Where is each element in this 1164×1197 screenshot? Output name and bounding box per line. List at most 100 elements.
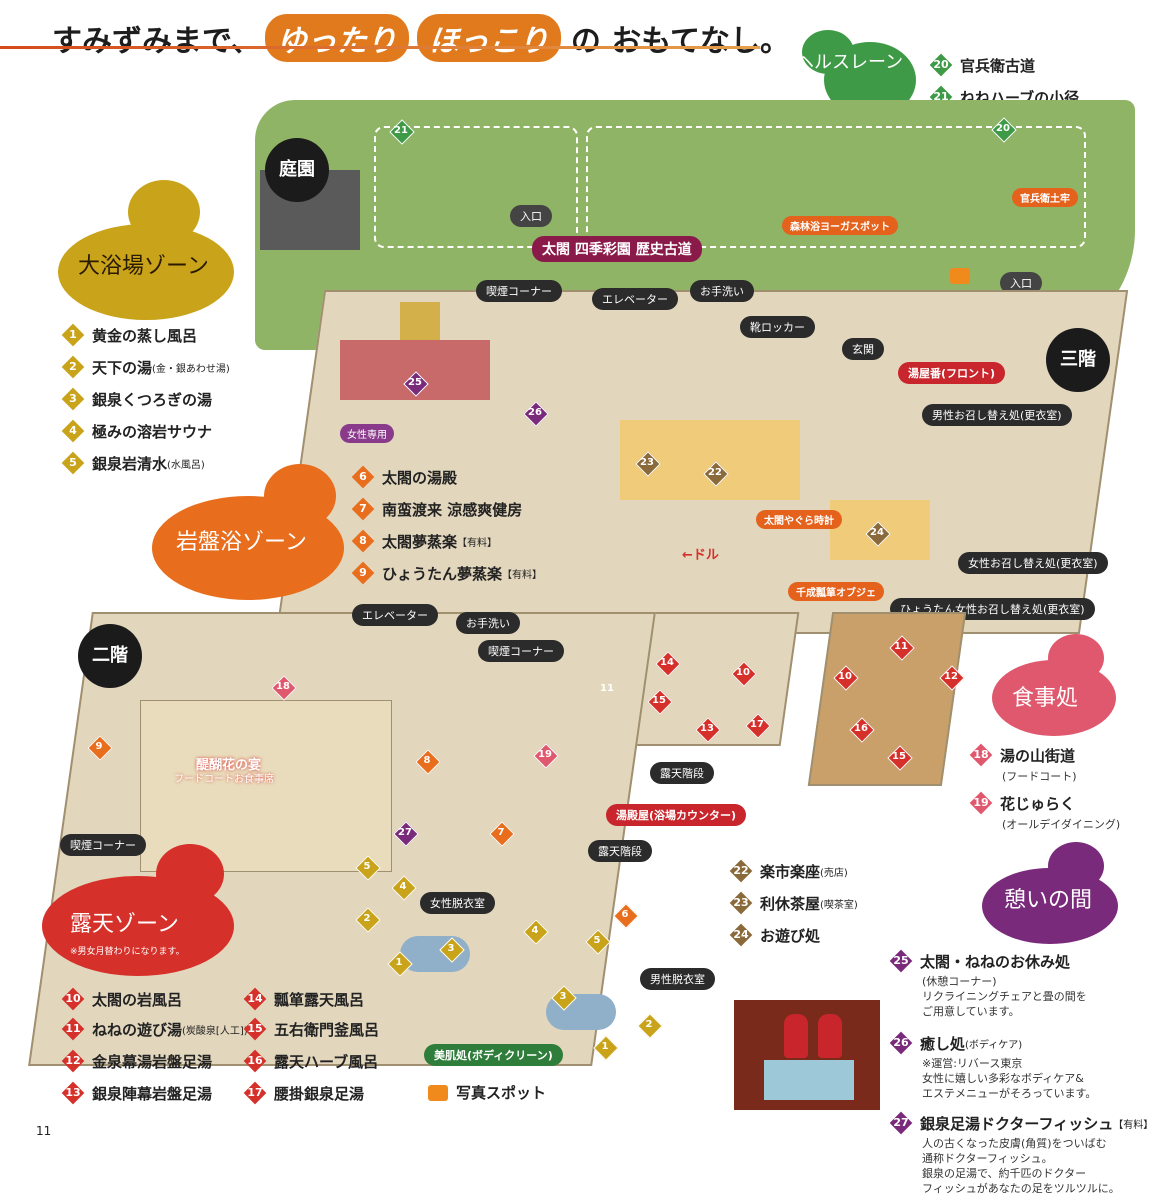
shokuji-item-18: 18 湯の山街道 bbox=[970, 744, 1075, 766]
yagura-clock: 太閤やぐら時計 bbox=[756, 510, 842, 529]
marker-5-icon: 5 bbox=[62, 452, 84, 474]
photo-pool bbox=[764, 1060, 854, 1100]
photo-spot-legend: 写真スポット bbox=[428, 1082, 546, 1103]
roten-gourd bbox=[42, 844, 234, 976]
headline-tail: の おもてなし。 bbox=[570, 24, 791, 59]
ganban-item-8: 8 太閤夢蒸楽【有料】 bbox=[352, 530, 497, 552]
roten-label: 露天ゾーン bbox=[70, 912, 179, 937]
marker-20-icon: 20 bbox=[930, 54, 952, 76]
map-marker-11b: 11 bbox=[890, 636, 912, 658]
garden-entrance-1: 入口 bbox=[510, 205, 552, 227]
floor-second: 二階 bbox=[78, 624, 142, 688]
map-marker-1b: 1 bbox=[594, 1036, 616, 1058]
map-marker-2a: 2 bbox=[356, 908, 378, 930]
map-marker-7: 7 bbox=[490, 822, 512, 844]
ganban-gourd bbox=[152, 464, 344, 600]
marker-10-icon: 10 bbox=[62, 988, 84, 1010]
roten-item-16: 16 露天ハーブ風呂 bbox=[244, 1050, 378, 1072]
women-change-room: 女性お召し替え処(更衣室) bbox=[958, 552, 1108, 574]
ikoi-item-27: 27 銀泉足湯ドクターフィッシュ【有料】 bbox=[890, 1112, 1153, 1134]
health-lane-label: ヘルスレーン bbox=[796, 52, 904, 73]
headline-highlight-1: ゆったり bbox=[264, 14, 409, 62]
mid-item-23: 23 利休茶屋(喫茶室) bbox=[730, 892, 857, 914]
bihada-label: 美肌処(ボディクリーン) bbox=[424, 1044, 563, 1066]
roten-stairs-2: 露天階段 bbox=[588, 840, 652, 862]
floor-garden: 庭園 bbox=[265, 138, 329, 202]
map-marker-15a: 15 bbox=[648, 690, 670, 712]
toilet-3f: お手洗い bbox=[690, 280, 754, 302]
map-marker-24: 24 bbox=[866, 522, 888, 544]
marker-25-icon: 25 bbox=[890, 950, 912, 972]
page-number: 11 bbox=[36, 1124, 52, 1138]
ikoi-desc-25: (休憩コーナー) リクライニングチェアと畳の間を ご用意しています。 bbox=[922, 975, 1087, 1018]
marker-21-icon: 21 bbox=[930, 86, 952, 108]
map-marker-25: 25 bbox=[404, 372, 426, 394]
map-marker-20: 20 bbox=[992, 118, 1014, 140]
smoking-corner-2f-a: 喫煙コーナー bbox=[478, 640, 564, 662]
men-change-room: 男性お召し替え処(更衣室) bbox=[922, 404, 1072, 426]
map-marker-6: 6 bbox=[614, 904, 636, 926]
map-marker-12: 12 bbox=[940, 666, 962, 688]
map-marker-26: 26 bbox=[524, 402, 546, 424]
shokuji-item-19: 19 花じゅらく bbox=[970, 792, 1075, 814]
roten-item-11: 11 ねねの遊び湯(炭酸泉[人工]) bbox=[62, 1018, 247, 1040]
marker-6-icon: 6 bbox=[352, 466, 374, 488]
daiyokujo-item-1: 1 黄金の蒸し風呂 bbox=[62, 324, 197, 346]
roten-item-14: 14 瓢箪露天風呂 bbox=[244, 988, 364, 1010]
men-dressing-room: 男性脱衣室 bbox=[640, 968, 715, 990]
map-marker-19: 19 bbox=[534, 744, 556, 766]
women-dressing-room: 女性脱衣室 bbox=[420, 892, 495, 914]
camera-icon bbox=[950, 268, 970, 284]
kodo-path-outline bbox=[586, 126, 1086, 248]
map-marker-27: 27 bbox=[394, 822, 416, 844]
toilet-2f: お手洗い bbox=[456, 612, 520, 634]
health-lane-gourd bbox=[802, 30, 916, 118]
genkan-label: 玄関 bbox=[842, 338, 884, 360]
daiyokujo-item-3: 3 銀泉くつろぎの湯 bbox=[62, 388, 212, 410]
shokuji-label: 食事処 bbox=[1012, 686, 1079, 711]
map-marker-2b: 2 bbox=[638, 1014, 660, 1036]
daiyokujo-item-2: 2 天下の湯(金・銀あわせ湯) bbox=[62, 356, 230, 378]
ganban-item-7: 7 南蛮渡来 涼感爽健房 bbox=[352, 498, 522, 520]
marker-24-icon: 24 bbox=[730, 924, 752, 946]
shoe-locker: 靴ロッカー bbox=[740, 316, 815, 338]
mid-item-24: 24 お遊び処 bbox=[730, 924, 820, 946]
marker-2-icon: 2 bbox=[62, 356, 84, 378]
map-marker-11a: 11 bbox=[596, 678, 618, 700]
daiyokujo-label: 大浴場ゾーン bbox=[78, 254, 209, 279]
map-marker-18: 18 bbox=[272, 676, 294, 698]
photo-person-1 bbox=[784, 1014, 808, 1058]
daiyokujo-item-4: 4 極みの溶岩サウナ bbox=[62, 420, 212, 442]
map-marker-10a: 10 bbox=[732, 662, 754, 684]
marker-3-icon: 3 bbox=[62, 388, 84, 410]
roten-item-17: 17 腰掛銀泉足湯 bbox=[244, 1082, 364, 1104]
sensei-obje: 千成瓢箪オブジェ bbox=[788, 582, 884, 601]
marker-15-icon: 15 bbox=[244, 1018, 266, 1040]
elevator-3f: エレベーター bbox=[592, 288, 678, 310]
herb-path-outline bbox=[374, 126, 578, 248]
daiyokujo-gourd bbox=[58, 180, 234, 320]
ganban-label: 岩盤浴ゾーン bbox=[176, 530, 307, 555]
marker-16-icon: 16 bbox=[244, 1050, 266, 1072]
marker-27-icon: 27 bbox=[890, 1112, 912, 1134]
ikoi-item-26: 26 癒し処(ボディケア) bbox=[890, 1032, 1022, 1054]
map-marker-4a: 4 bbox=[392, 876, 414, 898]
map-marker-9: 9 bbox=[88, 736, 110, 758]
map-marker-15b: 15 bbox=[888, 746, 910, 768]
map-marker-8: 8 bbox=[416, 750, 438, 772]
marker-9-icon: 9 bbox=[352, 562, 374, 584]
shokuji-sub-19: (オールデイダイニング) bbox=[1002, 818, 1121, 831]
ikoi-desc-26: ※運営:リバース東京 女性に嬉しい多彩なボディケア& エステメニューがそろってい… bbox=[922, 1057, 1097, 1100]
marker-23-icon: 23 bbox=[730, 892, 752, 914]
women-only-label: 女性専用 bbox=[340, 424, 394, 443]
marker-1-icon: 1 bbox=[62, 324, 84, 346]
roten-item-12: 12 金泉幕湯岩盤足湯 bbox=[62, 1050, 212, 1072]
map-marker-17: 17 bbox=[746, 714, 768, 736]
page-headline: すみずみまで、 ゆったり ほっこり の おもてなし。 bbox=[52, 12, 790, 64]
shokuji-sub-18: (フードコート) bbox=[1002, 770, 1077, 783]
map-marker-21: 21 bbox=[390, 120, 412, 142]
marker-17-icon: 17 bbox=[244, 1082, 266, 1104]
marker-12-icon: 12 bbox=[62, 1050, 84, 1072]
marker-14-icon: 14 bbox=[244, 988, 266, 1010]
headline-highlight-2: ほっこり bbox=[416, 14, 561, 62]
